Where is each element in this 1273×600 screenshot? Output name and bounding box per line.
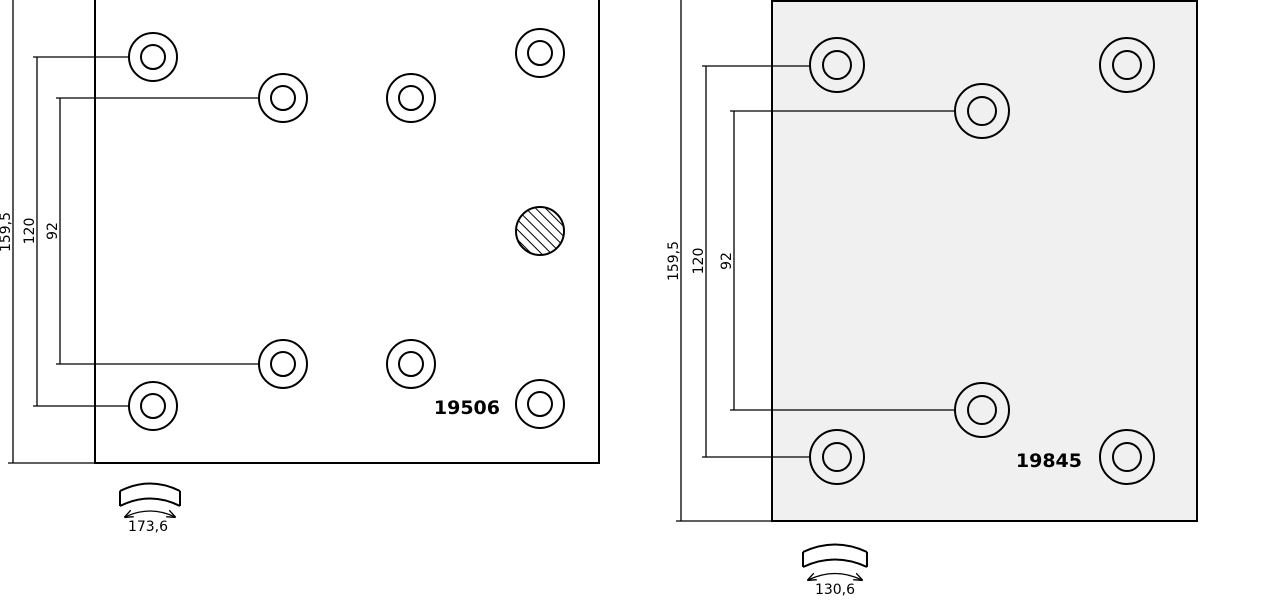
right-dim-outer: 120 — [691, 65, 810, 458]
right-rivet-hole — [1099, 37, 1155, 93]
left-arc-width-label: 173,6 — [128, 519, 168, 535]
right-part-number: 19845 — [1016, 450, 1082, 472]
right-dim-inner-label: 92 — [719, 252, 735, 270]
left-rivet-hole — [386, 339, 436, 389]
left-dim-overall-label: 159,5 — [0, 212, 14, 252]
left-rivet-hole — [515, 28, 565, 78]
left-rivet-hole — [128, 32, 178, 82]
right-dim-overall: 159,5 — [666, 0, 772, 522]
left-rivet-hole — [128, 381, 178, 431]
left-rivet-hole — [386, 73, 436, 123]
right-dim-overall-label: 159,5 — [666, 241, 682, 281]
right-dim-outer-label: 120 — [691, 248, 707, 275]
left-dim-inner: 92 — [45, 97, 258, 365]
left-pad-plate — [94, 0, 600, 464]
left-dim-outer-label: 120 — [22, 218, 38, 245]
right-rivet-hole — [809, 37, 865, 93]
right-pad-plate — [771, 0, 1198, 522]
right-rivet-hole — [1099, 429, 1155, 485]
left-curvature-symbol: 173,6 — [119, 482, 181, 535]
left-rivet-hole — [258, 339, 308, 389]
right-arc-width-label: 130,6 — [815, 582, 855, 598]
left-pad: 159,5 120 92 19506 — [0, 0, 600, 535]
right-pad: 159,5 120 92 19845 — [666, 0, 1198, 598]
right-dim-inner: 92 — [719, 110, 956, 411]
right-rivet-hole — [954, 83, 1010, 139]
left-part-number: 19506 — [434, 397, 500, 419]
right-rivet-hole — [954, 382, 1010, 438]
left-rivet-hole — [515, 379, 565, 429]
right-rivet-hole — [809, 429, 865, 485]
left-dim-inner-label: 92 — [45, 222, 61, 240]
left-wear-indicator — [515, 206, 565, 256]
left-dim-outer: 120 — [22, 56, 128, 407]
right-curvature-symbol: 130,6 — [802, 543, 868, 598]
left-dim-overall: 159,5 — [0, 0, 95, 464]
left-rivet-hole — [258, 73, 308, 123]
